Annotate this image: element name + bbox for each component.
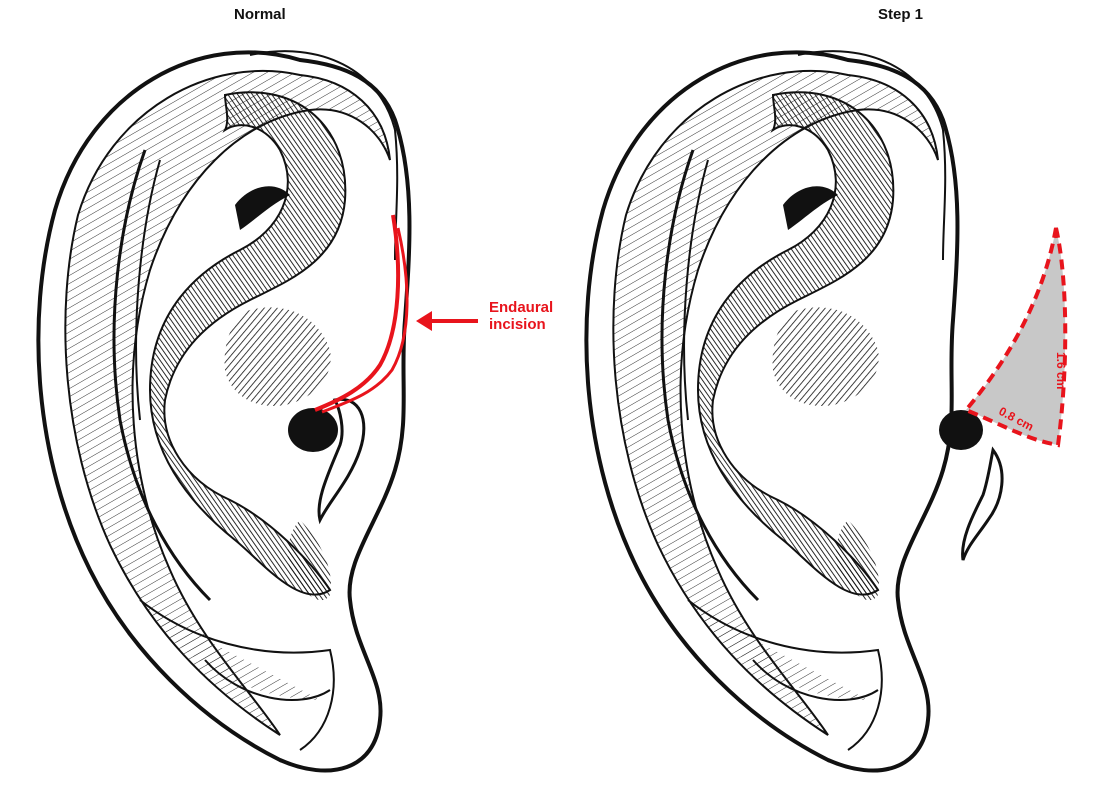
- panel-step-1: Step 1: [548, 0, 1095, 791]
- callout-line-2: incision: [489, 316, 553, 333]
- ear-drawing-normal: [0, 0, 548, 791]
- callout-arrow: [416, 311, 478, 331]
- callout-line-1: Endaural: [489, 299, 553, 316]
- dimension-height-label: 1.6 cm: [1054, 352, 1068, 389]
- ear-outline-step-1: [586, 51, 1002, 770]
- ear-drawing-step-1: [548, 0, 1095, 791]
- ear-outline: [38, 51, 409, 770]
- endaural-incision-label: Endaural incision: [489, 299, 553, 333]
- panel-normal: Normal: [0, 0, 548, 791]
